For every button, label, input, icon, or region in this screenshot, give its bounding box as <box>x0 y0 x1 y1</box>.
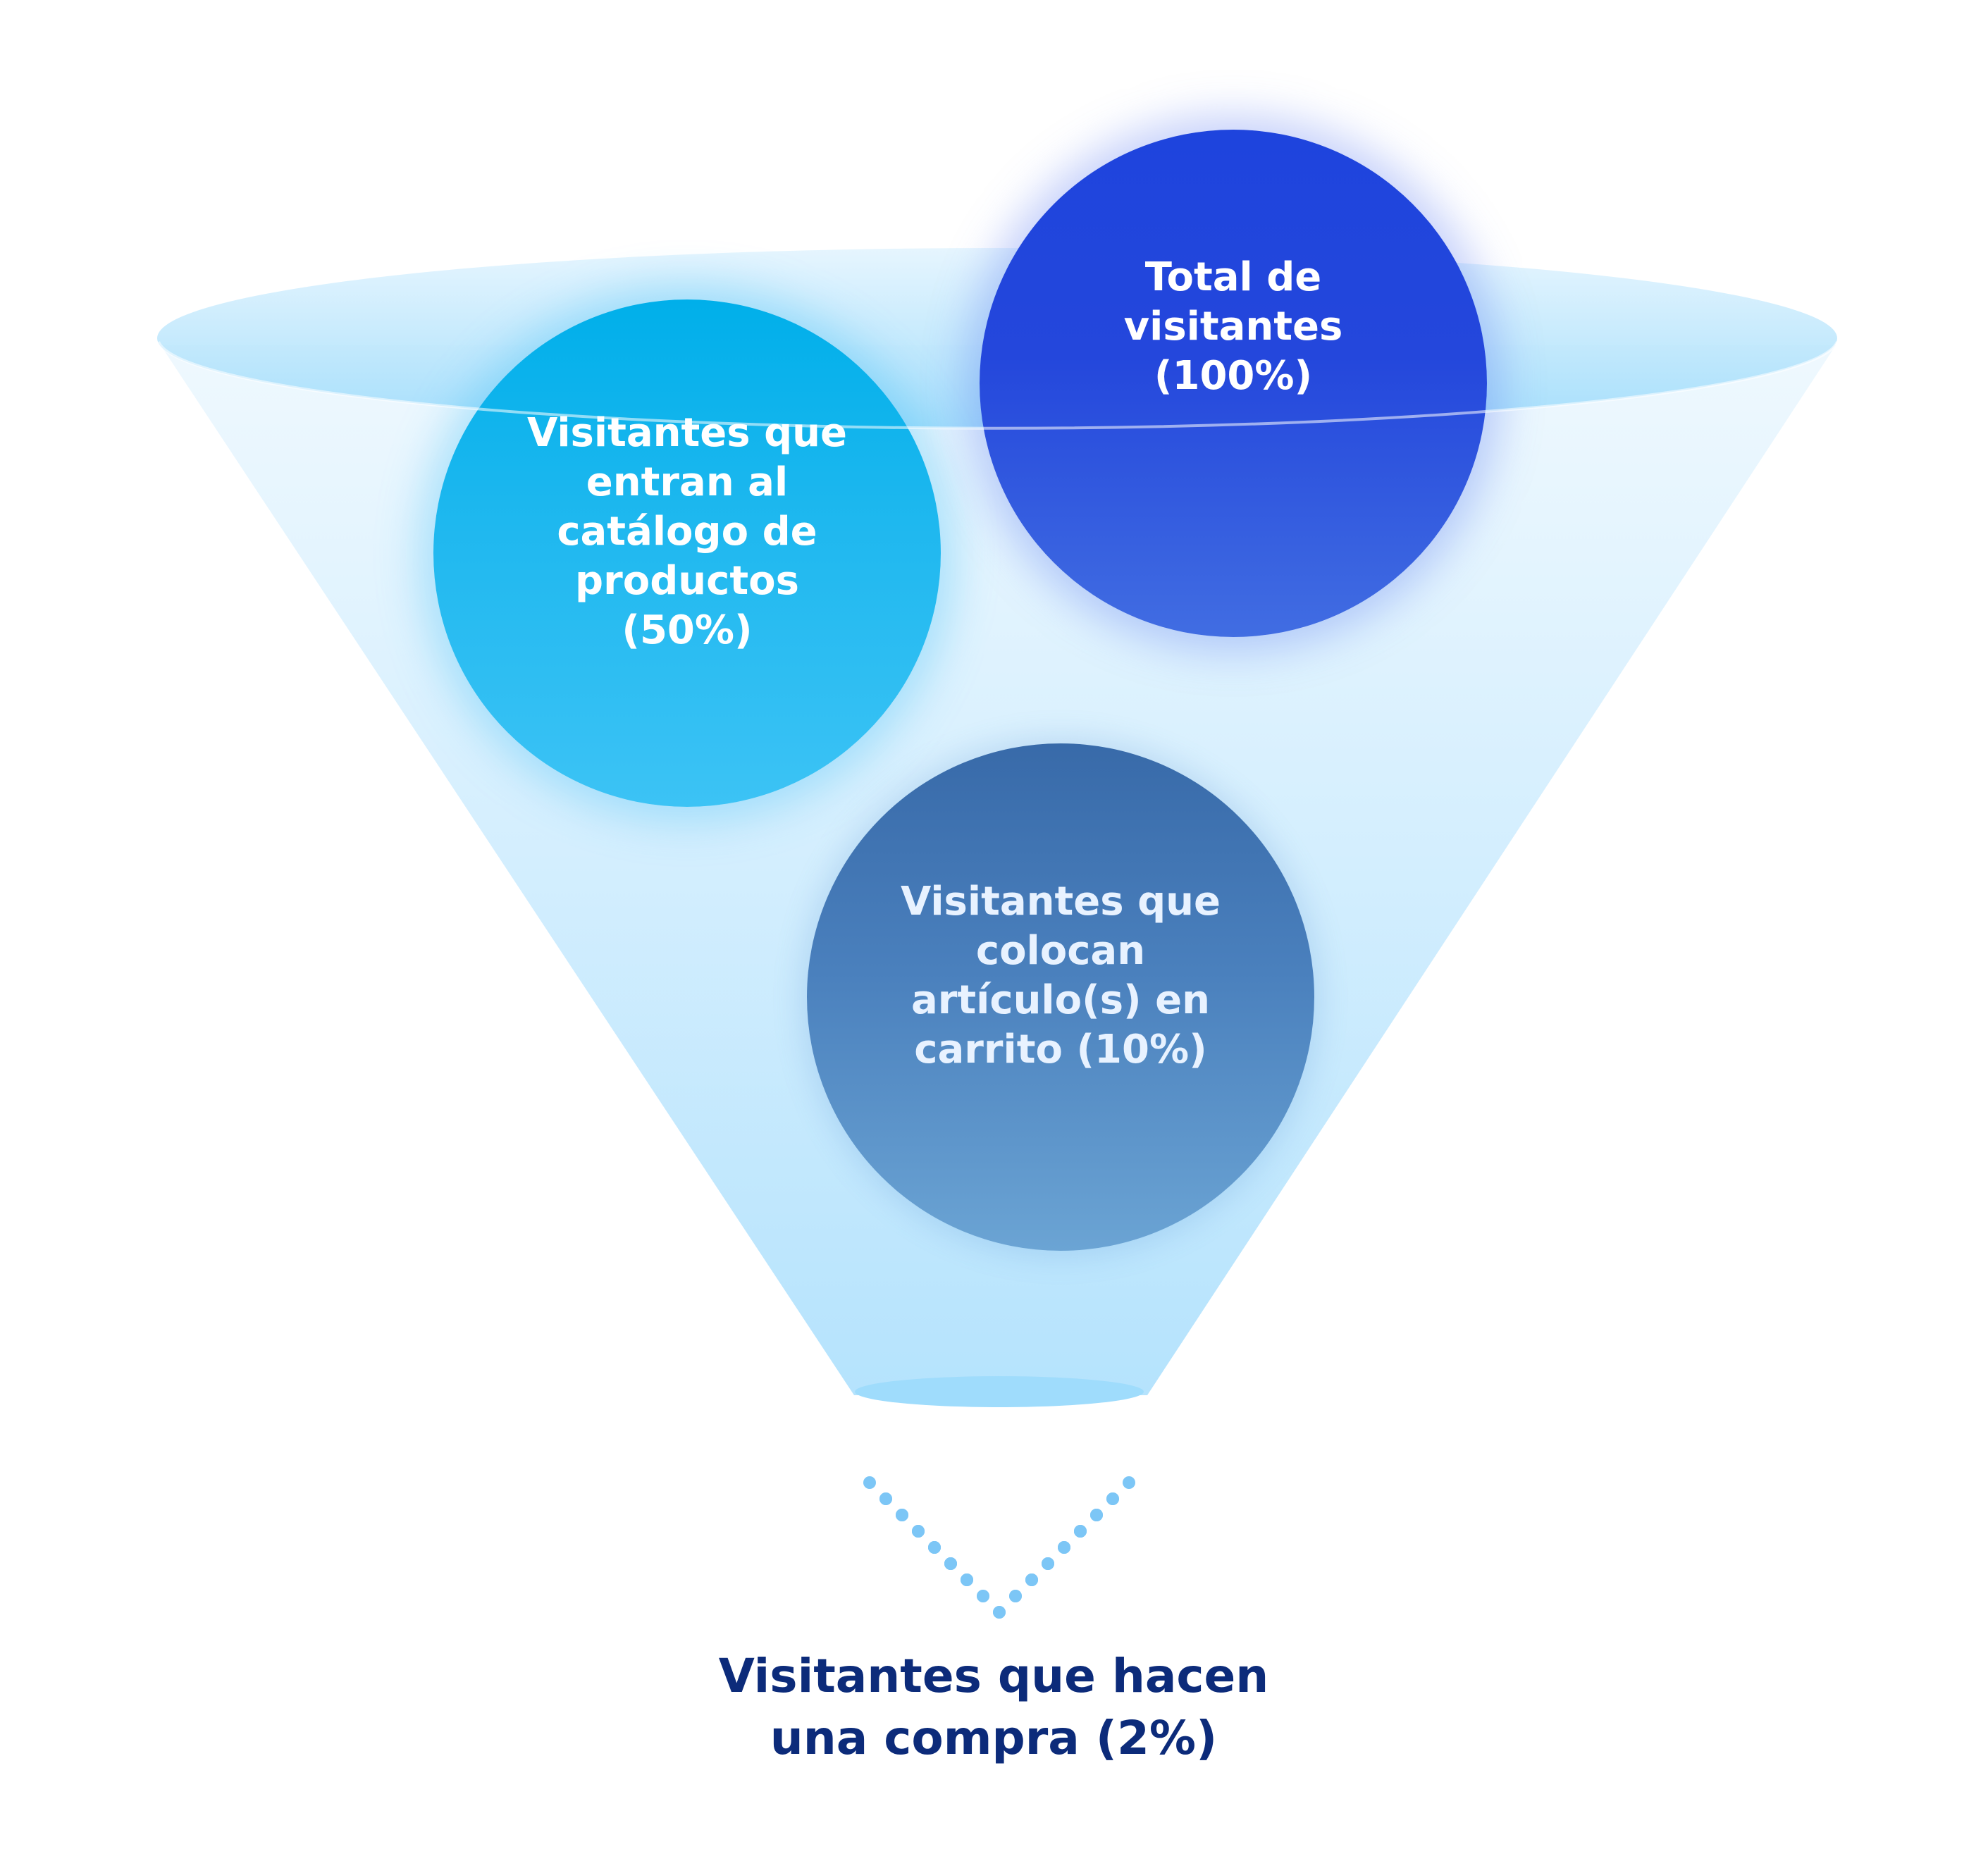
chevron-dot <box>977 1590 989 1602</box>
chevron-dot <box>1123 1476 1135 1489</box>
chevron-dot <box>1025 1573 1038 1586</box>
funnel-spout <box>855 1376 1144 1407</box>
stage-total-circle: Total de visitantes (100%) <box>980 130 1487 637</box>
stage-catalog-circle: Visitantes que entran al catálogo de pro… <box>433 299 941 807</box>
chevron-dot <box>912 1525 925 1538</box>
stage-total-label: Total de visitantes (100%) <box>1123 254 1343 399</box>
chevron-dot <box>928 1541 941 1554</box>
chevron-dot <box>944 1557 957 1570</box>
chevron-dot <box>993 1606 1006 1619</box>
stage-cart-circle: Visitantes que colocan artículo(s) en ca… <box>807 743 1314 1251</box>
chevron-dot <box>1009 1590 1022 1602</box>
chevron-dot <box>863 1476 876 1489</box>
chevron-down-dots-icon <box>863 1476 1135 1619</box>
stage-catalog-label: Visitantes que entran al catálogo de pro… <box>526 410 847 653</box>
chevron-dot <box>896 1509 908 1521</box>
chevron-dot <box>1106 1492 1119 1505</box>
chevron-dot <box>879 1492 892 1505</box>
result-label: Visitantes que hacen una compra (2%) <box>718 1649 1269 1765</box>
stage-cart-label: Visitantes que colocan artículo(s) en ca… <box>900 879 1221 1072</box>
chevron-dot <box>1074 1525 1087 1538</box>
chevron-dot <box>1090 1509 1103 1521</box>
chevron-dot <box>1058 1541 1070 1554</box>
chevron-dot <box>961 1573 973 1586</box>
chevron-dot <box>1042 1557 1054 1570</box>
